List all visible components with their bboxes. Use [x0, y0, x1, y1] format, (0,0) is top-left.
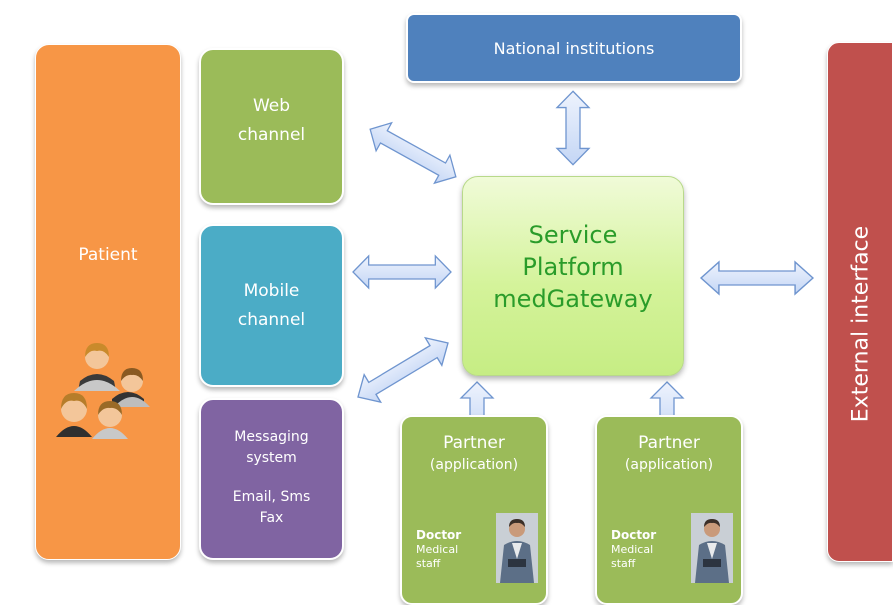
partner-detail1: Medical: [416, 543, 459, 556]
partner-title: Partner: [443, 433, 505, 453]
person-front: [56, 393, 128, 439]
doctor-photo: [691, 513, 733, 583]
arrow-national-platform: [556, 90, 590, 166]
external-interface-label: External interface: [848, 225, 874, 423]
person-back: [74, 343, 120, 391]
partner-subtitle: (application): [429, 457, 519, 473]
partner-role: Doctor: [416, 528, 462, 542]
arrow-messaging-platform: [349, 328, 457, 412]
partner-role: Doctor: [611, 528, 657, 542]
messaging-line4: Fax: [259, 510, 284, 526]
service-platform-line1: Service: [528, 221, 618, 249]
partner-detail2: staff: [611, 557, 636, 570]
arrow-mobile-platform: [352, 255, 452, 289]
mobile-channel-label: Mobile channel: [201, 277, 342, 335]
partner-box-1: Partner (application) Doctor Medical sta…: [400, 415, 548, 605]
messaging-line2: system: [246, 450, 297, 466]
national-institutions-box: National institutions: [406, 13, 742, 83]
partner-box-2: Partner (application) Doctor Medical sta…: [595, 415, 743, 605]
mobile-channel-line1: Mobile: [243, 281, 300, 301]
web-channel-line1: Web: [252, 96, 291, 116]
messaging-line1: Messaging: [234, 429, 309, 445]
partner-title: Partner: [638, 433, 700, 453]
doctor-photo: [496, 513, 538, 583]
mobile-channel-line2: channel: [237, 310, 306, 330]
web-channel-box: Web channel: [199, 48, 344, 205]
partner-detail2: staff: [416, 557, 441, 570]
partner-detail1: Medical: [611, 543, 654, 556]
service-platform-line2: Platform: [522, 253, 624, 281]
arrow-web-platform: [361, 114, 465, 192]
service-platform-box: Service Platform medGateway: [462, 176, 684, 376]
person-middle: [112, 368, 150, 407]
national-institutions-label: National institutions: [493, 39, 655, 58]
partner-subtitle: (application): [624, 457, 714, 473]
patient-label: Patient: [78, 245, 138, 265]
messaging-line3: Email, Sms: [232, 489, 311, 505]
web-channel-line2: channel: [237, 125, 306, 145]
mobile-channel-box: Mobile channel: [199, 224, 344, 387]
messaging-system-box: Messaging system Email, Sms Fax: [199, 398, 344, 560]
messaging-system-label: Messaging system Email, Sms Fax: [201, 427, 342, 529]
web-channel-label: Web channel: [201, 92, 342, 150]
arrow-platform-external: [700, 261, 814, 295]
service-platform-line3: medGateway: [493, 285, 653, 313]
partner-doctor-text: Doctor Medical staff: [416, 528, 461, 571]
partner-doctor-text: Doctor Medical staff: [611, 528, 656, 571]
external-interface-box: External interface: [827, 42, 893, 562]
patients-people-icon: [56, 343, 150, 439]
patient-box: Patient: [35, 44, 181, 560]
service-platform-label: Service Platform medGateway: [463, 219, 683, 315]
